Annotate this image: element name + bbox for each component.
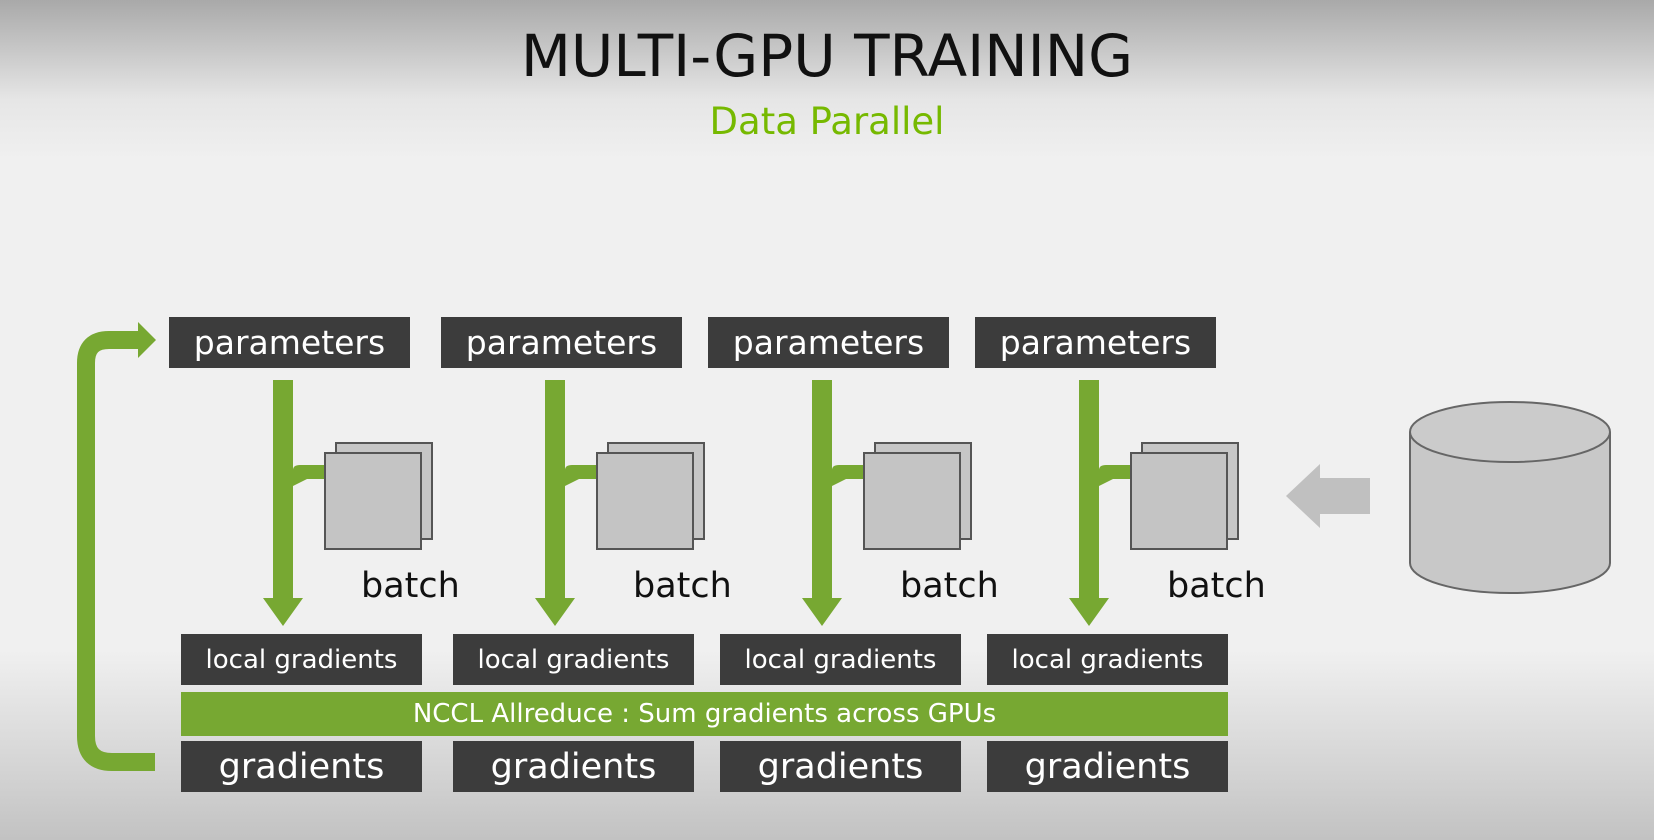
batch-stack-icon <box>596 442 705 550</box>
gradients-box: gradients <box>987 741 1228 792</box>
gradients-box: gradients <box>720 741 961 792</box>
local-gradients-box: local gradients <box>181 634 422 685</box>
parameters-box: parameters <box>441 317 682 368</box>
local-gradients-box: local gradients <box>453 634 694 685</box>
parameters-box: parameters <box>708 317 949 368</box>
column-0-flow <box>263 380 330 626</box>
batch-stack-icon <box>863 442 972 550</box>
batch-label: batch <box>361 566 460 606</box>
column-2-flow <box>802 380 869 626</box>
column-1-flow <box>535 380 602 626</box>
column-3-flow <box>1069 380 1136 626</box>
batch-label: batch <box>1167 566 1266 606</box>
parameters-box: parameters <box>975 317 1216 368</box>
batch-label: batch <box>633 566 732 606</box>
gradients-box: gradients <box>453 741 694 792</box>
gradients-box: gradients <box>181 741 422 792</box>
feedback-loop-arrow-icon <box>77 322 156 771</box>
input-arrow-icon <box>1286 464 1370 528</box>
parameters-box: parameters <box>169 317 410 368</box>
local-gradients-box: local gradients <box>720 634 961 685</box>
slide-subtitle: Data Parallel <box>709 100 945 143</box>
batch-stack-icon <box>1130 442 1239 550</box>
batch-label: batch <box>900 566 999 606</box>
slide-title: MULTI-GPU TRAINING <box>520 22 1134 90</box>
local-gradients-box: local gradients <box>987 634 1228 685</box>
database-icon <box>1409 401 1611 594</box>
allreduce-bar: NCCL Allreduce : Sum gradients across GP… <box>181 692 1228 736</box>
batch-stack-icon <box>324 442 433 550</box>
